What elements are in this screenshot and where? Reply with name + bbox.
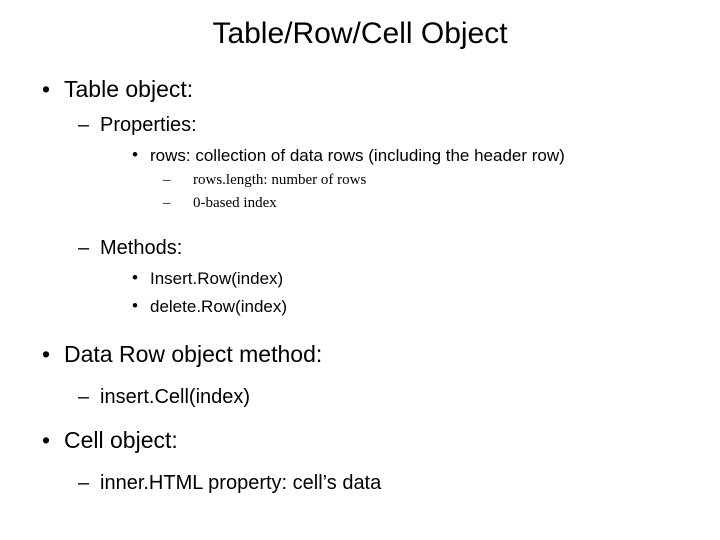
list-item: • Table object: — [18, 75, 702, 104]
bullet-glyph: • — [42, 76, 51, 102]
list-item-label: Table object: — [64, 76, 194, 102]
bullet-glyph: – — [78, 471, 90, 494]
list-item: – rows.length: number of rows — [18, 171, 702, 191]
bullet-glyph: • — [132, 145, 138, 165]
bullet-glyph: • — [42, 340, 51, 367]
outline-list: • Table object: – Properties: • rows: co… — [18, 75, 702, 496]
list-item-label: Data Row object method: — [64, 340, 323, 367]
bullet-glyph: – — [78, 236, 90, 259]
list-item: • Insert.Row(index) — [18, 268, 702, 289]
list-item: • Data Row object method: — [18, 340, 702, 369]
list-item-label: delete.Row(index) — [150, 297, 288, 317]
list-item: – Properties: — [18, 113, 702, 138]
bullet-glyph: – — [163, 195, 171, 212]
list-item: – inner.HTML property: cell’s data — [18, 471, 702, 496]
list-item: – 0-based index — [18, 194, 702, 214]
list-item-label: rows.length: number of rows — [193, 171, 367, 188]
list-item: • rows: collection of data rows (includi… — [18, 145, 702, 166]
bullet-glyph: • — [42, 426, 51, 453]
list-item: • Cell object: — [18, 426, 702, 455]
list-item-label: Cell object: — [64, 426, 178, 453]
list-item: • delete.Row(index) — [18, 296, 702, 317]
bullet-glyph: – — [163, 171, 171, 188]
bullet-glyph: • — [132, 296, 138, 316]
list-item-label: Insert.Row(index) — [150, 268, 284, 288]
page-title: Table/Row/Cell Object — [212, 17, 508, 50]
slide-body: • Table object: – Properties: • rows: co… — [0, 50, 720, 496]
list-item-label: Properties: — [100, 113, 197, 136]
list-item-label: Methods: — [100, 236, 183, 259]
bullet-glyph: • — [132, 267, 138, 287]
list-item: – insert.Cell(index) — [18, 385, 702, 410]
list-item-label: 0-based index — [193, 195, 277, 212]
list-item: – Methods: — [18, 236, 702, 261]
list-item-label: rows: collection of data rows (including… — [150, 146, 565, 166]
list-item-label: inner.HTML property: cell’s data — [100, 471, 382, 494]
list-item-label: insert.Cell(index) — [100, 385, 251, 408]
bullet-glyph: – — [78, 113, 90, 136]
bullet-glyph: – — [78, 385, 90, 408]
